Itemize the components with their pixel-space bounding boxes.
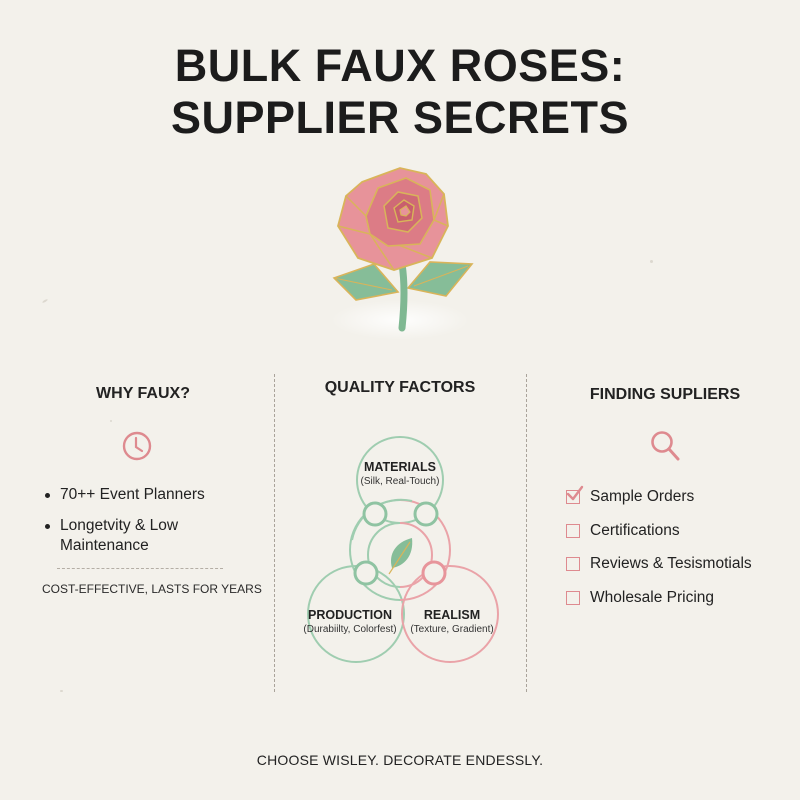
paper-speck: [60, 690, 63, 692]
bullet-dot: [45, 524, 50, 529]
column-divider-right: [526, 374, 527, 692]
realism-node: REALISM (Texture, Gradient): [410, 608, 494, 635]
quality-factors-venn-diagram: [307, 436, 499, 663]
leaf-icon: [388, 538, 413, 575]
search-icon: [651, 431, 680, 461]
column-divider-left: [274, 374, 275, 692]
why-faux-tagline: COST-EFFECTIVE, LASTS FOR YEARS: [42, 582, 262, 596]
bullet-dot: [45, 493, 50, 498]
production-node: PRODUCTION (Durabiilty, Colorfest): [303, 608, 397, 635]
paper-speck: [41, 298, 49, 304]
quality-factors-heading: QUALITY FACTORS: [324, 379, 476, 396]
paper-speck: [110, 420, 112, 422]
checkbox[interactable]: [566, 557, 580, 571]
materials-node: MATERIALS (Silk, Real-Touch): [360, 460, 440, 487]
footer-tagline: CHOOSE WISLEY. DECORATE ENDESSLY.: [256, 752, 544, 768]
title-line-1: BULK FAUX ROSES:: [174, 40, 626, 91]
clock-icon: [122, 431, 152, 461]
dashed-separator: [57, 568, 223, 569]
checkbox[interactable]: [566, 524, 580, 538]
paper-speck: [650, 260, 653, 263]
title-line-2: SUPPLIER SECRETS: [170, 92, 630, 143]
checklist-item-wholesale-pricing[interactable]: Wholesale Pricing: [566, 589, 714, 607]
checkbox[interactable]: [566, 591, 580, 605]
checklist-item-reviews[interactable]: Reviews & Tesismotials: [566, 555, 752, 573]
paper-speck: [720, 560, 722, 562]
bullet-event-planners: 70++ Event Planners: [45, 485, 205, 505]
rose-icon: [332, 167, 474, 332]
finding-suppliers-heading: FINDING SUPLIERS: [589, 386, 741, 403]
why-faux-heading: WHY FAUX?: [96, 385, 190, 402]
page-title: BULK FAUX ROSES: SUPPLIER SECRETS: [0, 40, 800, 144]
checkbox-checked[interactable]: [566, 485, 584, 504]
checklist-item-certifications[interactable]: Certifications: [566, 522, 680, 540]
checklist-item-sample-orders[interactable]: Sample Orders: [566, 485, 694, 506]
checkmark-icon: [566, 485, 584, 501]
bullet-longevity: Longetvity & Low Maintenance: [45, 516, 178, 556]
